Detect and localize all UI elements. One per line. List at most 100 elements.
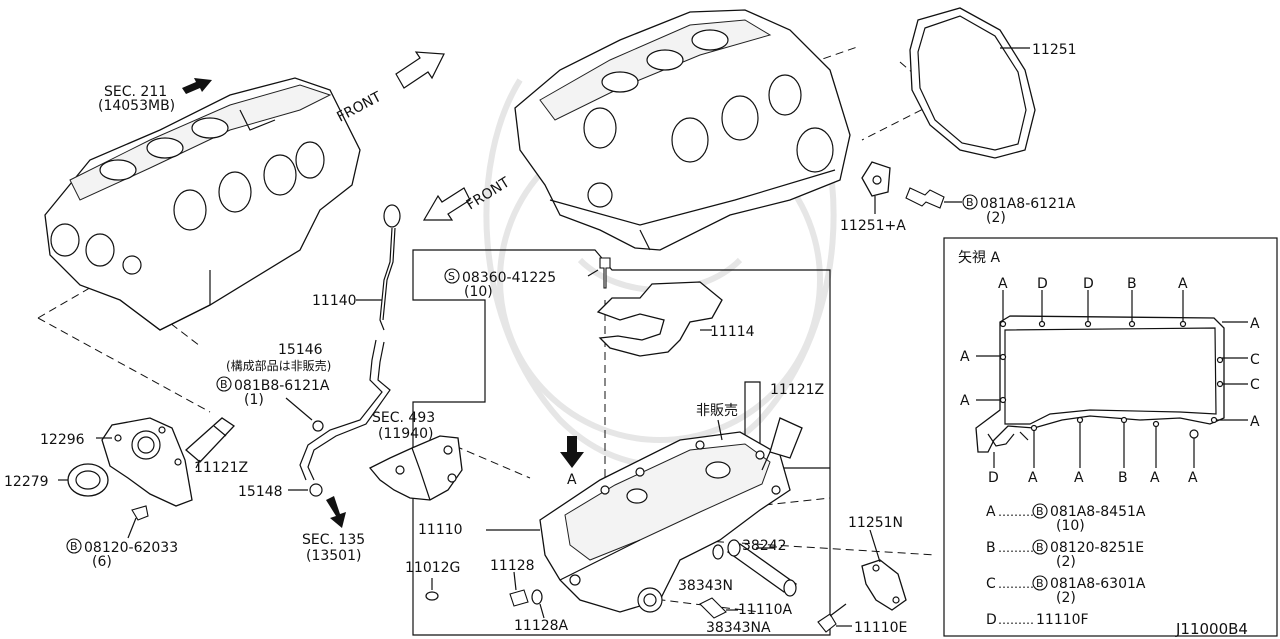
not-sold-label: 非販売: [696, 403, 738, 419]
view-a-legend-row: A ……… B 081A8-8451A (10): [986, 503, 1146, 534]
part-12296-label: 12296: [40, 432, 85, 448]
svg-text:………: ………: [998, 613, 1034, 627]
circle-b-icon: B: [216, 376, 232, 392]
part-11012g-label: 11012G: [405, 560, 460, 576]
drain-plug-11128: [509, 571, 529, 607]
sec135-sub: (13501): [306, 548, 361, 564]
svg-text:………: ………: [998, 541, 1034, 555]
screw-08360: [599, 257, 611, 289]
front-cover-12296: [101, 417, 193, 507]
view-a-arrow-label: A: [567, 472, 577, 488]
washer-11128a: [531, 589, 545, 619]
part-11128a-label: 11128A: [514, 618, 569, 634]
svg-text:C: C: [986, 576, 996, 592]
view-a-legend-row: D ……… 11110F: [986, 612, 1089, 628]
view-a-bottom-marker: A: [1028, 470, 1038, 486]
view-a-right-marker: C: [1250, 377, 1260, 393]
view-a-right-marker: A: [1250, 316, 1260, 332]
svg-text:B: B: [220, 378, 228, 391]
view-a-top-marker: A: [998, 276, 1008, 292]
sec493-sub: (11940): [378, 426, 433, 442]
gasket-11251n: [861, 529, 907, 611]
bolt-08120-62033-qty: (6): [92, 554, 112, 570]
part-11110-label: 11110: [418, 522, 463, 538]
seal-12279: [58, 463, 109, 497]
sec135-label: SEC. 135: [302, 532, 365, 548]
part-11251-label: 11251: [1032, 42, 1077, 58]
view-a-top-marker: D: [1083, 276, 1094, 292]
part-11251n-label: 11251N: [848, 515, 903, 531]
bolt-081a8-6121a-qty: (2): [986, 210, 1006, 226]
view-a-left-marker: A: [960, 349, 970, 365]
svg-text:………: ………: [998, 577, 1034, 591]
view-a-bottom-marker: A: [1074, 470, 1084, 486]
engine-block-left: [44, 77, 361, 331]
svg-text:S: S: [448, 270, 455, 283]
washer-11012g: [425, 578, 439, 601]
view-a-top-marker: A: [1178, 276, 1188, 292]
svg-text:081A8-8451A: 081A8-8451A: [1050, 504, 1146, 520]
part-15148-label: 15148: [238, 484, 283, 500]
part-11140-label: 11140: [312, 293, 357, 309]
part-38343n-label: 38343N: [678, 578, 733, 594]
front-label-left: FRONT: [334, 89, 384, 126]
sec211-label: SEC. 211: [104, 84, 167, 100]
screw-08360-qty: (10): [464, 284, 493, 300]
diagram-id: J11000B4: [1175, 620, 1248, 638]
part-15146-label: 15146: [278, 342, 323, 358]
view-a-left-marker: A: [960, 393, 970, 409]
svg-text:………: ………: [998, 505, 1034, 519]
svg-text:08120-8251E: 08120-8251E: [1050, 540, 1144, 556]
view-a-arrow: [560, 436, 584, 468]
view-a-bottom-marker: A: [1150, 470, 1160, 486]
bolt-081b8-label: 081B8-6121A: [234, 378, 330, 394]
part-15146-note: (構成部品は非販売): [226, 358, 331, 373]
svg-text:(2): (2): [1056, 554, 1076, 570]
bolt-081b8-qty: (1): [244, 392, 264, 408]
svg-text:081A8-6301A: 081A8-6301A: [1050, 576, 1146, 592]
svg-text:D: D: [986, 612, 997, 628]
bolt-081a8-6121a-label: 081A8-6121A: [980, 196, 1076, 212]
sec135-arrow: [326, 496, 346, 528]
sec211-sub: (14053MB): [98, 98, 175, 114]
engine-block-right: [514, 9, 851, 251]
sec493-label: SEC. 493: [372, 410, 435, 426]
part-11128-label: 11128: [490, 558, 535, 574]
bolt-08120-62033-label: 08120-62033: [84, 540, 178, 556]
svg-text:B: B: [1036, 577, 1044, 590]
view-a-legend-row: C ……… B 081A8-6301A (2): [986, 575, 1146, 606]
svg-text:11110F: 11110F: [1036, 612, 1089, 628]
circle-s-icon: S: [444, 268, 460, 284]
svg-text:B: B: [1036, 505, 1044, 518]
svg-text:(2): (2): [1056, 590, 1076, 606]
view-a-top-marker: B: [1127, 276, 1137, 292]
view-a-right-marker: C: [1250, 352, 1260, 368]
svg-text:(10): (10): [1056, 518, 1085, 534]
tube-15146: [299, 339, 391, 481]
view-a-bottom-marker: B: [1118, 470, 1128, 486]
part-11110e-label: 11110E: [854, 620, 907, 636]
bolt-081a8-6121a: [905, 187, 962, 209]
part-38343na-label: 38343NA: [706, 620, 771, 636]
gasket-11251: [909, 7, 1036, 159]
circle-b-icon: B: [962, 194, 978, 210]
circle-b-icon: B: [66, 538, 82, 554]
part-11251a-label: 11251+A: [840, 218, 906, 234]
svg-text:B: B: [70, 540, 78, 553]
dipstick-11140: [356, 204, 401, 331]
view-a-legend-row: B ……… B 08120-8251E (2): [986, 539, 1144, 570]
svg-text:B: B: [986, 540, 996, 556]
bolt-08120-62033: [127, 505, 149, 539]
bracket-sec493: [368, 435, 463, 501]
part-11114-label: 11114: [710, 324, 755, 340]
view-a-panel: 矢視 A A D D B A A A A C C: [943, 237, 1278, 637]
baffle-11114: [596, 281, 723, 357]
sensor-11121z-top: [761, 417, 803, 471]
stud-11110a: [699, 597, 738, 619]
part-38242-label: 38242: [742, 538, 787, 554]
svg-text:B: B: [966, 196, 974, 209]
front-arrow-right: FRONT: [422, 174, 513, 221]
part-11121z-label: 11121Z: [194, 460, 248, 476]
svg-text:B: B: [1036, 541, 1044, 554]
